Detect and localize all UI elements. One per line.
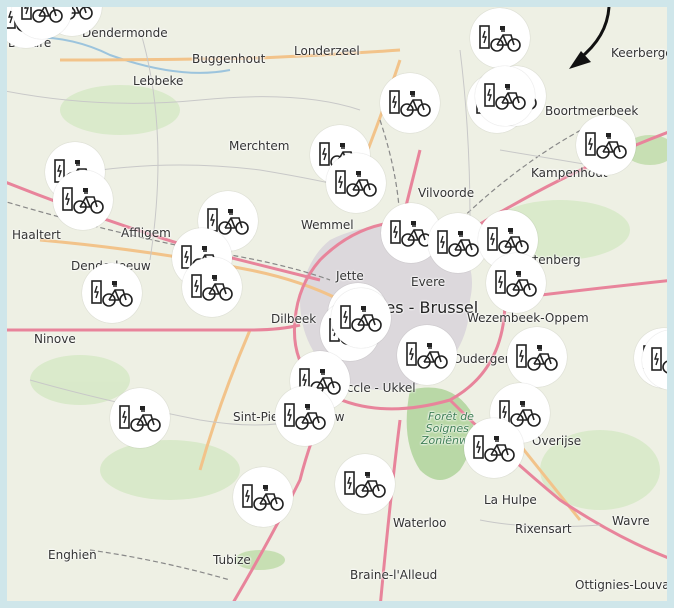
charger-marker[interactable] (326, 153, 386, 213)
ebike-charger-icon (207, 208, 249, 235)
charger-marker[interactable] (233, 467, 293, 527)
ebike-charger-icon (390, 220, 432, 247)
charger-marker[interactable] (380, 73, 440, 133)
ebike-charger-icon (119, 405, 161, 432)
charger-marker[interactable] (275, 386, 335, 446)
ebike-charger-icon (473, 435, 515, 462)
charger-marker[interactable] (576, 115, 636, 175)
ebike-charger-icon (340, 305, 382, 332)
ebike-charger-icon (284, 403, 326, 430)
ebike-charger-icon (389, 90, 431, 117)
ebike-charger-icon (191, 274, 233, 301)
charger-marker[interactable] (331, 288, 391, 348)
charger-marker[interactable] (335, 454, 395, 514)
charger-marker[interactable] (82, 263, 142, 323)
ebike-charger-icon (335, 170, 377, 197)
charger-marker[interactable] (397, 325, 457, 385)
ebike-charger-icon (91, 280, 133, 307)
charger-marker[interactable] (475, 66, 535, 126)
charger-marker[interactable] (464, 418, 524, 478)
ebike-charger-icon (21, 7, 63, 23)
ebike-charger-icon (516, 344, 558, 371)
charger-marker[interactable] (470, 8, 530, 68)
ebike-charger-icon (242, 484, 284, 511)
charger-marker[interactable] (182, 257, 242, 317)
ebike-charger-icon (406, 342, 448, 369)
charger-marker[interactable] (110, 388, 170, 448)
ebike-charger-icon (495, 270, 537, 297)
ebike-charger-icon (479, 25, 521, 52)
ebike-charger-icon (437, 230, 479, 257)
ebike-charger-icon (585, 132, 627, 159)
ebike-charger-icon (344, 471, 386, 498)
ebike-charger-icon (484, 83, 526, 110)
ebike-charger-icon (651, 347, 667, 374)
charger-marker[interactable] (53, 170, 113, 230)
ebike-charger-icon (487, 227, 529, 254)
charger-marker[interactable] (507, 327, 567, 387)
charger-marker[interactable] (486, 253, 546, 313)
ebike-charger-icon (62, 187, 104, 214)
sonian-forest (406, 387, 474, 480)
